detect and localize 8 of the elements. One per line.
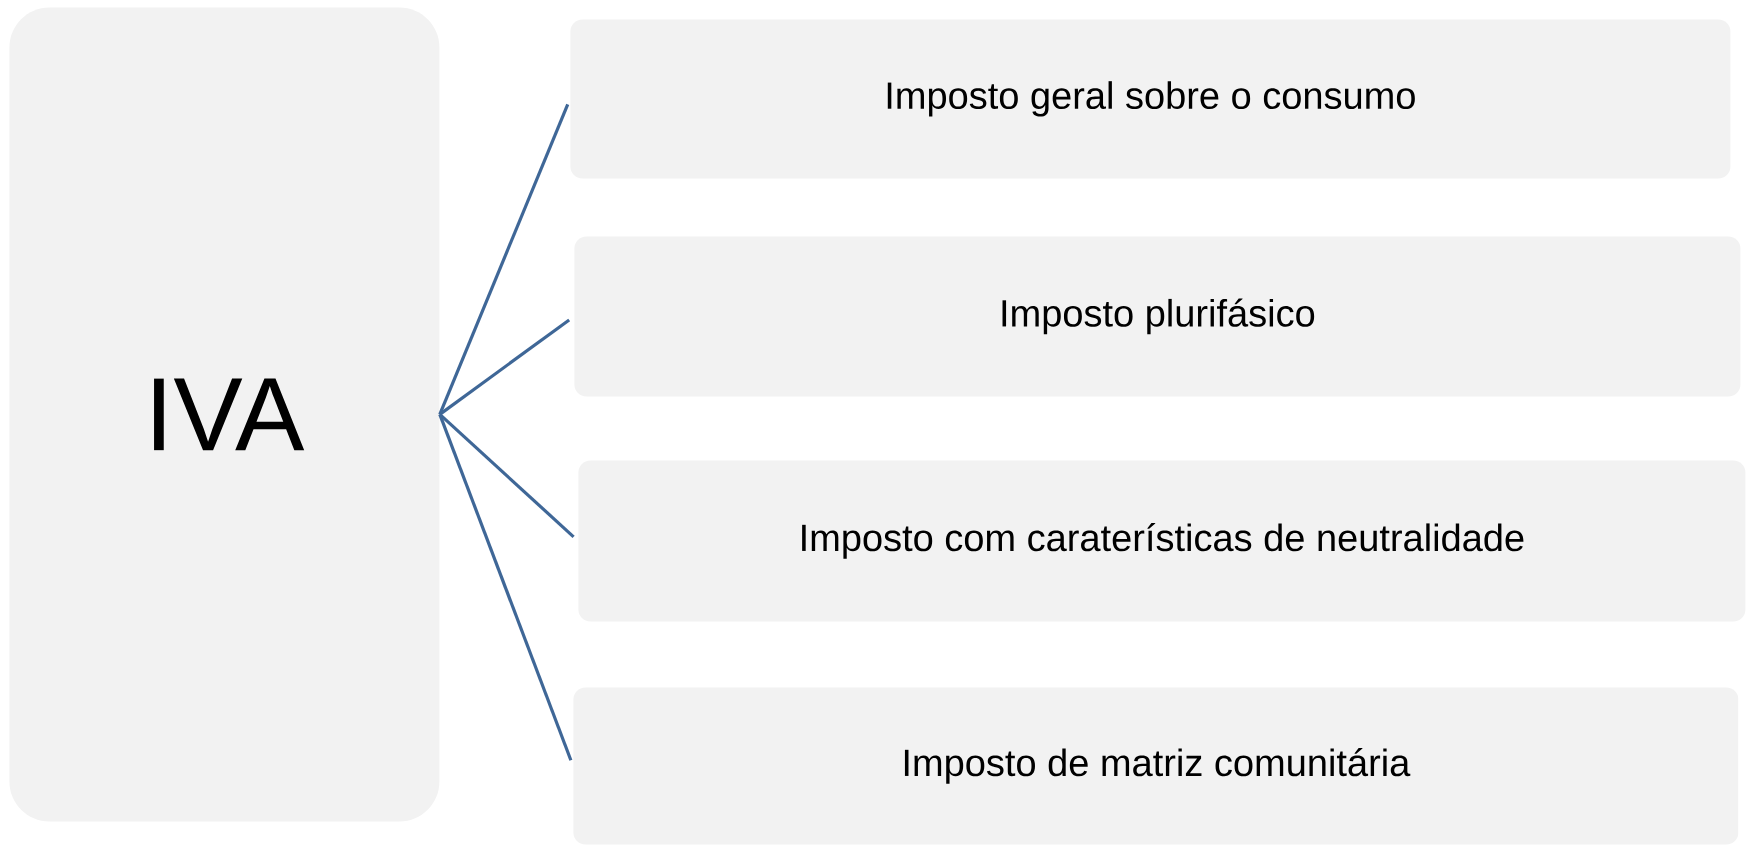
- connector-line: [438, 318, 571, 416]
- text-box: Imposto geral sobre o consumo: [570, 19, 1731, 179]
- text-box: Imposto plurifásico: [574, 236, 1741, 397]
- connector-line: [438, 413, 573, 761]
- text-box: Imposto com caraterísticas de neutralidade: [578, 460, 1746, 622]
- topic-box: IVA: [9, 7, 440, 822]
- text-box: Imposto de matriz comunitária: [573, 687, 1739, 845]
- connector-line: [438, 103, 570, 415]
